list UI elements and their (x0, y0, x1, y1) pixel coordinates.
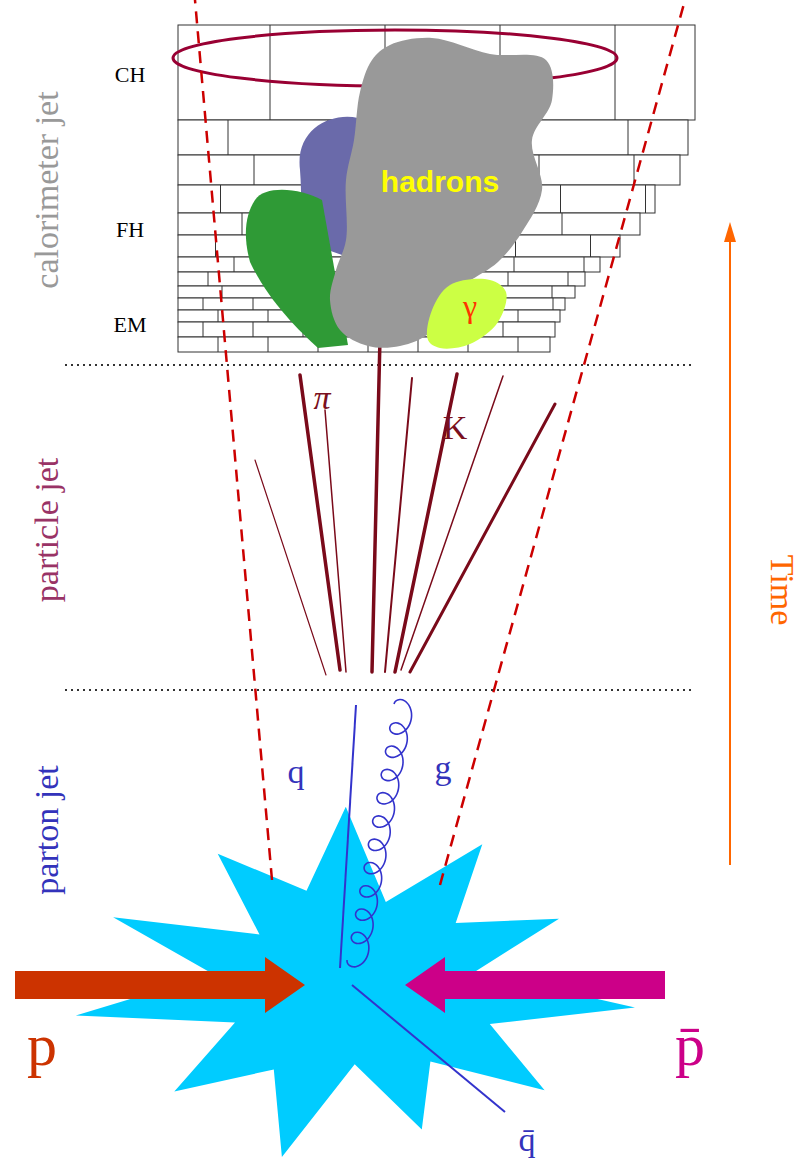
figure-label: calorimeter jet (30, 91, 64, 288)
cell-border (645, 185, 646, 213)
cell-border (628, 120, 629, 155)
cell-border (590, 235, 591, 257)
cell-border (253, 298, 254, 310)
cell-border (268, 337, 269, 352)
cell-border (508, 272, 509, 286)
label-text: FH (116, 219, 144, 241)
proton-arrow (15, 957, 305, 1013)
label-text: CH (115, 64, 146, 86)
quark-line (340, 705, 356, 968)
label-text: K (443, 411, 468, 445)
cell-border (552, 286, 553, 298)
cell-border (203, 322, 204, 337)
figure-label: p̄ (675, 1015, 705, 1075)
figure-label: q (288, 755, 305, 789)
label-text: q̄ (519, 1123, 536, 1157)
figure-label: particle jet (30, 458, 64, 602)
antiproton-arrow (405, 957, 665, 1013)
cell-border (268, 310, 269, 322)
cone-line (195, 0, 272, 880)
cell-border (584, 257, 585, 272)
shower-blob (246, 190, 348, 348)
cell-border (553, 298, 554, 310)
figure-label: Time (765, 555, 799, 626)
figure-label: g (435, 751, 452, 785)
cell-border (615, 25, 616, 120)
cell-border (270, 25, 271, 120)
cell-border (218, 337, 219, 352)
figure-label: EM (114, 314, 147, 336)
particle-track (401, 376, 503, 670)
time-arrow (729, 238, 731, 865)
cell-border (218, 310, 219, 322)
label-text: q (288, 755, 305, 789)
cell-border (514, 257, 515, 272)
cell-border (560, 185, 561, 213)
cell-border (234, 257, 235, 272)
time-arrowhead (724, 222, 736, 242)
figure-label: parton jet (30, 765, 64, 894)
cell-border (208, 272, 209, 286)
node-text: hadrons (381, 167, 499, 197)
gluon-coil (347, 700, 412, 967)
cell-border (503, 322, 504, 337)
calorimeter-cells (178, 25, 695, 352)
cell-border (518, 337, 519, 352)
label-text: p̄ (675, 1015, 705, 1075)
photon-shower: γ (424, 276, 510, 350)
cell-border (220, 185, 221, 213)
node-text: γ (463, 290, 477, 322)
antiquark-line (352, 985, 505, 1112)
blob-shape (427, 279, 507, 349)
figure-label: FH (116, 219, 144, 241)
figure-label: q̄ (519, 1123, 536, 1157)
figure-label: π (313, 381, 330, 415)
cell-border (242, 213, 243, 235)
label-text: π (313, 381, 330, 415)
stage-divider (65, 689, 695, 691)
particle-track (372, 338, 380, 672)
figure-label: K (443, 411, 468, 445)
figure-label: CH (115, 64, 146, 86)
cell-border (562, 213, 563, 235)
label-text: g (435, 751, 452, 785)
cell-border (518, 310, 519, 322)
particle-tracks (255, 338, 555, 675)
label-text: p (27, 1015, 57, 1075)
blob-shape (330, 38, 553, 348)
label-text: Time (765, 555, 799, 626)
particle-track (410, 404, 555, 672)
cell-border (203, 298, 204, 310)
cell-border (568, 272, 569, 286)
cell-border (253, 322, 254, 337)
particle-track (385, 378, 412, 672)
figure-label: p (27, 1015, 57, 1075)
particle-track (325, 410, 346, 672)
label-text: particle jet (30, 458, 64, 602)
label-text: parton jet (30, 765, 64, 894)
label-text: calorimeter jet (30, 91, 64, 288)
label-text: EM (114, 314, 147, 336)
cell-border (254, 155, 255, 185)
cell-border (228, 120, 229, 155)
